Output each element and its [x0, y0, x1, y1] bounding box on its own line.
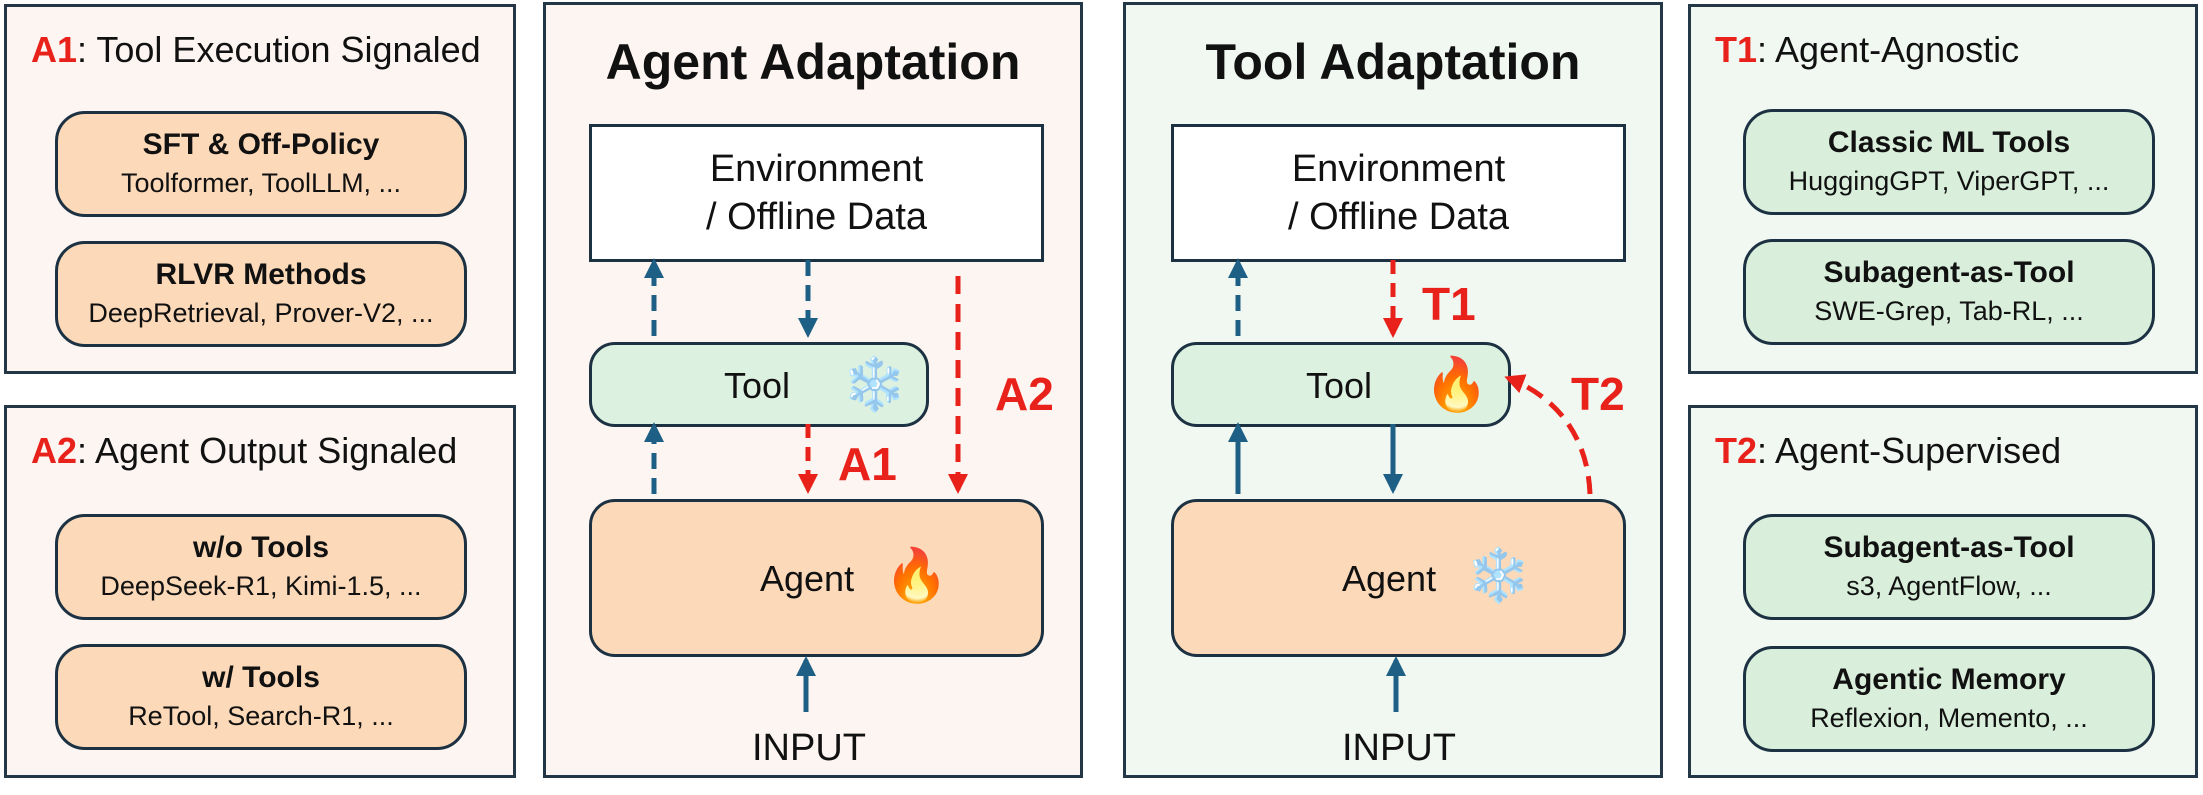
- category-with-tools: w/ Tools ReTool, Search-R1, ...: [55, 644, 467, 750]
- environment-label-line2: / Offline Data: [1287, 196, 1510, 238]
- category-subagent-as-tool: Subagent-as-Tool s3, AgentFlow, ...: [1743, 514, 2155, 620]
- environment-label-line1: Environment: [709, 148, 924, 190]
- environment-label-line1: Environment: [1291, 148, 1506, 190]
- panel-title: T1: Agent-Agnostic: [1715, 29, 2019, 71]
- arrow-t2-agent-to-tool: [1504, 374, 1593, 495]
- panel-title: A1: Tool Execution Signaled: [31, 29, 481, 71]
- label-t1: T1: [1422, 278, 1476, 330]
- tool-box: Tool ❄️: [589, 342, 929, 427]
- snowflake-icon: ❄️: [1466, 546, 1531, 606]
- label-t2: T2: [1571, 368, 1625, 420]
- panel-tag: A2: [31, 430, 78, 471]
- category-title: Agentic Memory: [1832, 663, 2066, 696]
- label-a2: A2: [995, 368, 1054, 420]
- environment-box: Environment / Offline Data: [589, 124, 1044, 262]
- category-examples: DeepSeek-R1, Kimi-1.5, ...: [100, 571, 422, 601]
- category-subagent-as-tool: Subagent-as-Tool SWE-Grep, Tab-RL, ...: [1743, 239, 2155, 345]
- category-title: RLVR Methods: [155, 258, 367, 291]
- category-agentic-memory: Agentic Memory Reflexion, Memento, ...: [1743, 646, 2155, 752]
- agent-label: Agent: [1342, 558, 1437, 599]
- agent-box: Agent ❄️: [1171, 499, 1626, 657]
- panel-a1-tool-execution-signaled: A1: Tool Execution Signaled SFT & Off-Po…: [4, 4, 516, 374]
- panel-tag: T1: [1715, 29, 1758, 70]
- input-label: INPUT: [1342, 727, 1456, 769]
- panel-tag: T2: [1715, 430, 1758, 471]
- category-title: Subagent-as-Tool: [1823, 531, 2075, 564]
- category-title: w/ Tools: [202, 661, 320, 694]
- category-title: Subagent-as-Tool: [1823, 256, 2075, 289]
- agent-label: Agent: [760, 558, 855, 599]
- agent-box: Agent 🔥: [589, 499, 1044, 657]
- panel-title-text: : Tool Execution Signaled: [77, 29, 481, 70]
- panel-title-text: : Agent Output Signaled: [77, 430, 458, 471]
- panel-t2-agent-supervised: T2: Agent-Supervised Subagent-as-Tool s3…: [1688, 405, 2198, 778]
- category-examples: Toolformer, ToolLLM, ...: [120, 168, 402, 198]
- category-title: SFT & Off-Policy: [142, 128, 380, 161]
- fire-icon: 🔥: [884, 546, 949, 606]
- tool-label: Tool: [724, 365, 791, 406]
- label-a1: A1: [838, 438, 897, 490]
- panel-title: A2: Agent Output Signaled: [31, 430, 457, 472]
- panel-heading: Agent Adaptation: [605, 34, 1021, 90]
- panel-t1-agent-agnostic: T1: Agent-Agnostic Classic ML Tools Hugg…: [1688, 4, 2198, 374]
- category-examples: s3, AgentFlow, ...: [1846, 571, 2052, 601]
- category-sft-off-policy: SFT & Off-Policy Toolformer, ToolLLM, ..…: [55, 111, 467, 217]
- category-examples: HuggingGPT, ViperGPT, ...: [1788, 166, 2110, 196]
- panel-tool-adaptation: Tool Adaptation Environment / Offline Da…: [1123, 2, 1663, 778]
- category-title: w/o Tools: [192, 531, 330, 564]
- category-examples: SWE-Grep, Tab-RL, ...: [1814, 296, 2084, 326]
- panel-title-text: : Agent-Agnostic: [1757, 29, 2020, 70]
- category-rlvr-methods: RLVR Methods DeepRetrieval, Prover-V2, .…: [55, 241, 467, 347]
- category-without-tools: w/o Tools DeepSeek-R1, Kimi-1.5, ...: [55, 514, 467, 620]
- tool-box: Tool 🔥: [1171, 342, 1511, 427]
- category-examples: Reflexion, Memento, ...: [1810, 703, 2088, 733]
- fire-icon: 🔥: [1424, 355, 1489, 415]
- tool-label: Tool: [1306, 365, 1373, 406]
- category-examples: ReTool, Search-R1, ...: [128, 701, 394, 731]
- snowflake-icon: ❄️: [842, 355, 907, 415]
- input-label: INPUT: [752, 727, 866, 769]
- environment-box: Environment / Offline Data: [1171, 124, 1626, 262]
- panel-a2-agent-output-signaled: A2: Agent Output Signaled w/o Tools Deep…: [4, 405, 516, 778]
- category-classic-ml-tools: Classic ML Tools HuggingGPT, ViperGPT, .…: [1743, 109, 2155, 215]
- panel-title: T2: Agent-Supervised: [1715, 430, 2061, 472]
- category-examples: DeepRetrieval, Prover-V2, ...: [88, 298, 434, 328]
- panel-title-text: : Agent-Supervised: [1757, 430, 2062, 471]
- panel-heading: Tool Adaptation: [1205, 34, 1581, 90]
- panel-tag: A1: [31, 29, 78, 70]
- environment-label-line2: / Offline Data: [705, 196, 928, 238]
- category-title: Classic ML Tools: [1827, 126, 2071, 159]
- panel-agent-adaptation: Agent Adaptation Environment / Offline D…: [543, 2, 1083, 778]
